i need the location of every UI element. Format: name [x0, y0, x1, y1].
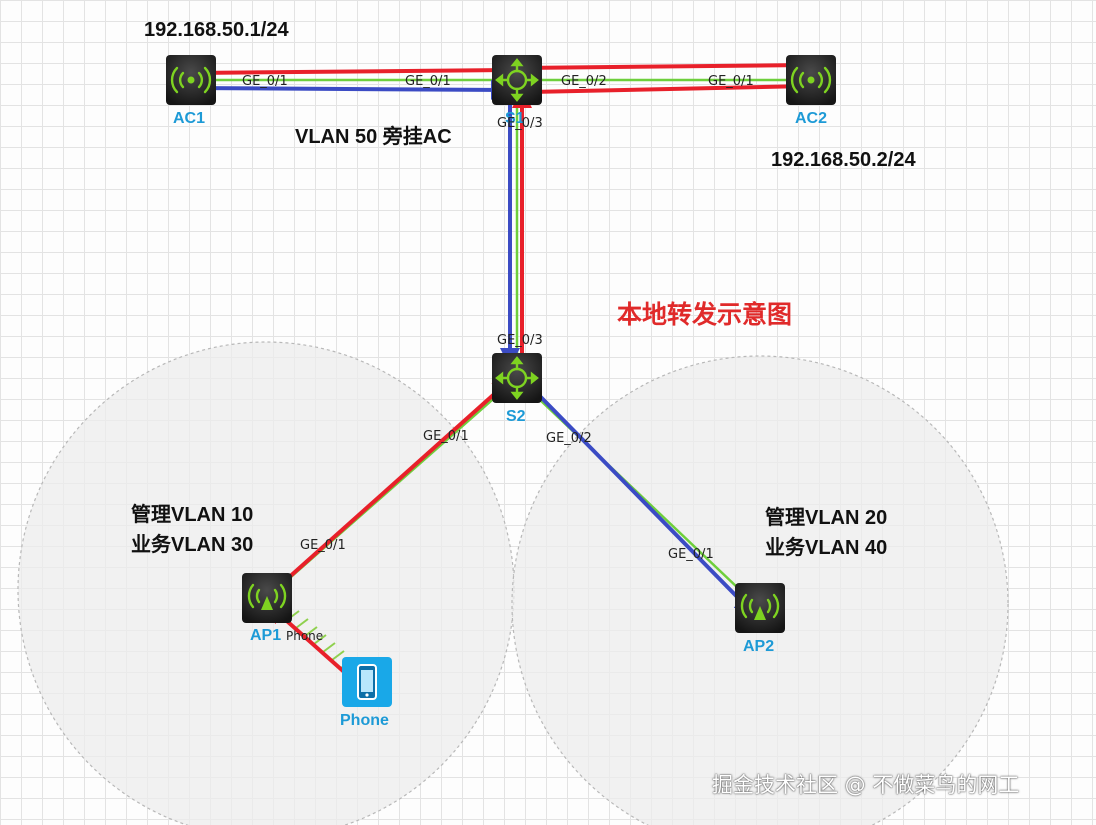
mobile-phone-icon — [357, 664, 377, 700]
ac1-name: AC1 — [173, 110, 206, 127]
ac1-device[interactable] — [166, 55, 216, 105]
router-switch-icon — [495, 58, 539, 102]
port-s2-ge02: GE_0/2 — [546, 431, 592, 446]
wireless-ap-icon — [740, 593, 780, 620]
port-s2-ge01: GE_0/1 — [423, 429, 469, 444]
blue-arrow-s2-to-ap2 — [526, 382, 755, 615]
phone-device[interactable] — [342, 657, 392, 707]
ap2-service-vlan: 业务VLAN 40 — [765, 537, 888, 559]
blue-traffic-paths — [187, 79, 755, 615]
port-ap1-ge01: GE_0/1 — [300, 538, 346, 553]
diagram-title: 本地转发示意图 — [617, 300, 793, 329]
port-ac2-ge01: GE_0/1 — [708, 74, 754, 89]
phone-name: Phone — [340, 712, 389, 729]
wireless-ac-icon — [170, 66, 212, 94]
ap1-name: AP1 — [250, 627, 282, 644]
s1-switch-device[interactable] — [492, 55, 542, 105]
ap1-vlan-info: 管理VLAN 10 业务VLAN 30 — [131, 500, 253, 560]
port-s1-ge02: GE_0/2 — [561, 74, 607, 89]
port-ap1-phone: Phone — [286, 629, 324, 643]
s2-name: S2 — [506, 408, 526, 425]
ap2-mgmt-vlan: 管理VLAN 20 — [765, 507, 888, 529]
ap1-mgmt-vlan: 管理VLAN 10 — [131, 504, 254, 526]
watermark: 掘金技术社区 @ 不做菜鸟的网工 — [712, 773, 1020, 797]
wireless-ac-icon — [790, 66, 832, 94]
port-ac1-ge01: GE_0/1 — [242, 74, 288, 89]
ap1-device[interactable] — [242, 573, 292, 623]
red-arrow-ac2-to-s1-top — [519, 55, 812, 76]
port-s1-ge03: GE_0/3 — [497, 116, 543, 131]
ac2-name: AC2 — [795, 110, 828, 127]
port-s2-ge03: GE_0/3 — [497, 333, 543, 348]
red-arrow-ap1-to-s2 — [275, 377, 513, 590]
red-traffic-paths — [189, 55, 812, 697]
router-switch-icon — [495, 356, 539, 400]
wireless-ap-icon — [247, 583, 287, 610]
red-arrow-s1-to-ac2 — [529, 76, 812, 97]
blue-arrow-ac1-to-s1 — [187, 79, 511, 100]
ac2-device[interactable] — [786, 55, 836, 105]
ap2-name: AP2 — [743, 638, 775, 655]
vlan-bypass-label: VLAN 50 旁挂AC — [295, 126, 452, 148]
ap1-service-vlan: 业务VLAN 30 — [131, 534, 254, 556]
ac2-ip-label: 192.168.50.2/24 — [771, 149, 916, 171]
s1-name: S1 — [505, 110, 525, 127]
port-ap2-ge01: GE_0/1 — [668, 547, 714, 562]
port-s1-ge01: GE_0/1 — [405, 74, 451, 89]
ac1-ip-label: 192.168.50.1/24 — [144, 19, 289, 41]
s2-switch-device[interactable] — [492, 353, 542, 403]
ap2-vlan-info: 管理VLAN 20 业务VLAN 40 — [765, 503, 887, 563]
red-arrow-s1-to-ac1 — [189, 62, 516, 83]
ap2-device[interactable] — [735, 583, 785, 633]
